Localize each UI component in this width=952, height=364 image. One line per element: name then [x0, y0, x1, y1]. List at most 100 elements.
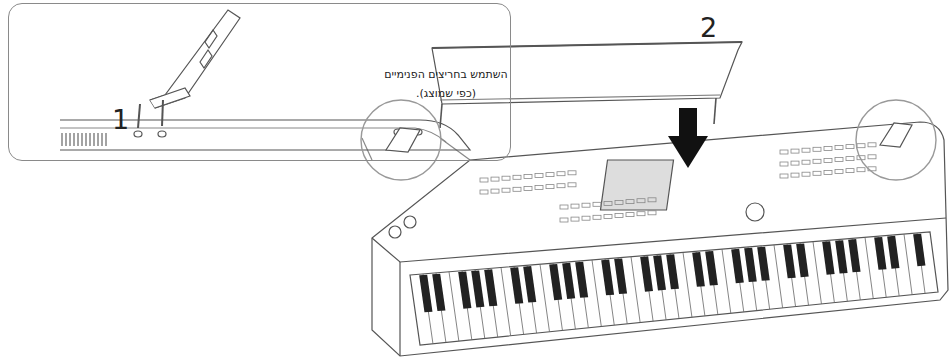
black-key	[510, 267, 523, 304]
black-key	[783, 244, 796, 278]
panel-button	[593, 202, 601, 206]
dial	[746, 203, 764, 221]
panel-button	[571, 204, 579, 208]
pin	[138, 104, 140, 128]
black-key	[484, 269, 497, 306]
black-key	[614, 259, 627, 295]
panel-button	[546, 185, 554, 189]
callout-number: 2	[700, 14, 717, 41]
white-keys	[423, 233, 925, 344]
panel-button	[491, 177, 499, 181]
panel-button	[557, 172, 565, 176]
black-key	[835, 240, 847, 273]
black-key	[653, 255, 666, 290]
panel-button	[535, 186, 543, 190]
knob	[389, 226, 401, 238]
key-line	[449, 272, 459, 341]
black-key	[692, 252, 705, 287]
slot-holes	[134, 129, 422, 137]
panel-button	[802, 148, 810, 152]
key-line	[683, 252, 692, 317]
bracket-notch	[200, 50, 212, 68]
panel-button	[791, 149, 799, 153]
black-key	[458, 271, 471, 308]
black-key	[549, 264, 562, 300]
panel-button	[846, 169, 854, 173]
black-key	[848, 239, 860, 272]
stand-leg	[440, 104, 442, 128]
panel-button	[615, 214, 623, 218]
stand-ledge	[440, 95, 720, 100]
panel-button	[626, 213, 634, 217]
black-key	[562, 263, 575, 299]
key-line	[631, 257, 640, 323]
panel-button	[582, 203, 590, 207]
panel-button	[824, 170, 832, 174]
panel-button	[780, 150, 788, 154]
stand-leg	[714, 98, 716, 124]
black-key	[913, 234, 925, 267]
panel-button	[557, 184, 565, 188]
black-keys	[419, 234, 925, 313]
key-line	[813, 242, 821, 304]
key-line	[722, 249, 731, 313]
down-arrow	[668, 108, 708, 168]
panel-button	[824, 146, 832, 150]
panel-button	[835, 158, 843, 162]
leader-line	[362, 138, 372, 160]
panel-button	[791, 173, 799, 177]
panel-button	[604, 214, 612, 218]
panel-buttons	[480, 143, 876, 222]
black-key	[666, 254, 679, 289]
pin	[162, 100, 163, 126]
instruction-note: השתמש בחריצים הפנימיים (כפי שמוצג).	[381, 65, 511, 103]
panel-button	[502, 176, 510, 180]
panel-button	[824, 158, 832, 162]
panel-button	[857, 168, 865, 172]
key-line	[501, 267, 511, 335]
panel-button	[593, 215, 601, 219]
knob	[404, 216, 416, 228]
panel-button	[780, 162, 788, 166]
panel-button	[513, 187, 521, 191]
panel-button	[568, 183, 576, 187]
panel-button	[813, 159, 821, 163]
callout-box: השתמש בחריצים הפנימיים (כפי שמוצג).	[8, 3, 511, 161]
vent-slots	[62, 133, 106, 146]
key-bed	[410, 232, 938, 345]
black-key	[471, 270, 484, 307]
black-key	[757, 247, 770, 281]
stand-bracket	[150, 10, 240, 108]
stand-support	[386, 128, 420, 152]
black-key	[822, 241, 834, 274]
black-key	[523, 266, 536, 303]
panel-button	[846, 157, 854, 161]
panel-button	[835, 170, 843, 174]
black-key	[796, 243, 809, 277]
black-key	[419, 275, 432, 313]
panel-button	[648, 211, 656, 215]
panel-button	[582, 216, 590, 220]
keyboard-edge	[399, 262, 400, 356]
stand-support	[880, 123, 912, 147]
panel-button	[568, 171, 576, 175]
panel-button	[868, 143, 876, 147]
panel-button	[626, 200, 634, 204]
panel-button	[535, 174, 543, 178]
panel-button	[524, 174, 532, 178]
key-line	[540, 264, 550, 332]
panel-button	[780, 174, 788, 178]
key-line	[592, 260, 601, 327]
black-key	[705, 251, 718, 286]
panel-button	[813, 171, 821, 175]
black-key	[874, 237, 886, 270]
key-line	[904, 234, 912, 295]
panel-button	[560, 205, 568, 209]
panel-button	[637, 199, 645, 203]
black-key	[640, 256, 653, 291]
panel-button	[846, 145, 854, 149]
panel-button	[637, 212, 645, 216]
panel-button	[868, 155, 876, 159]
